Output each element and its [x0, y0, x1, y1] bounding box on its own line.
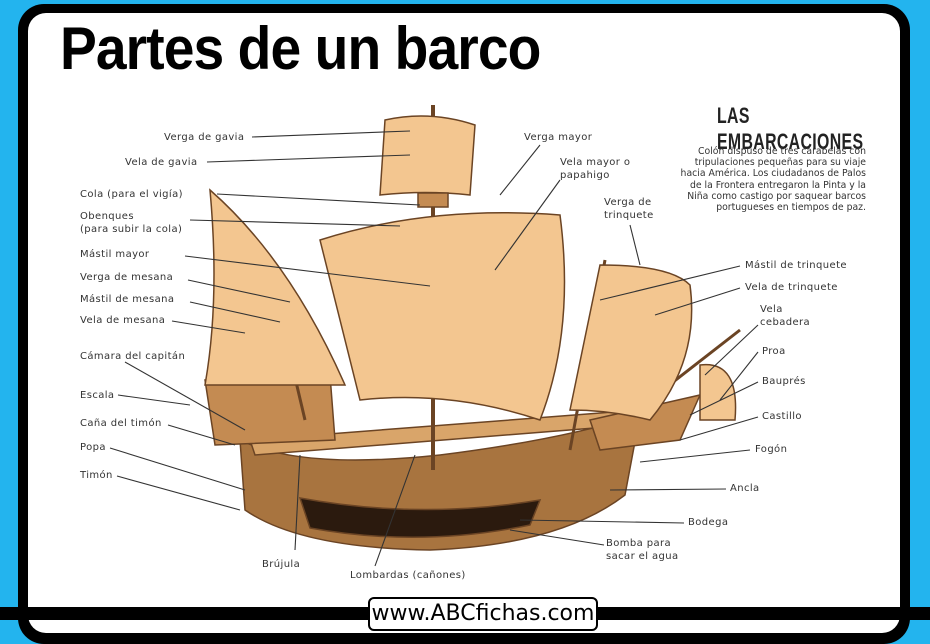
leader-line: [184, 255, 431, 287]
part-label: Verga de trinquete: [604, 197, 654, 221]
part-label: Mástil de mesana: [80, 294, 175, 305]
part-label: Mástil mayor: [80, 249, 150, 260]
leader-line: [679, 416, 759, 441]
leader-line: [509, 529, 605, 546]
part-label: Vela de mesana: [80, 315, 166, 326]
spritsail: [699, 363, 737, 421]
part-label: Popa: [80, 442, 106, 453]
mizzen-sail: [204, 188, 347, 386]
leader-line: [639, 449, 751, 463]
part-label: Proa: [762, 346, 786, 357]
part-label: Vela de trinquete: [745, 282, 838, 293]
part-label: Bodega: [688, 517, 729, 528]
leader-line: [689, 381, 759, 416]
leader-line: [171, 320, 246, 334]
part-label: Caña del timón: [80, 418, 162, 429]
part-label: Vela de gavia: [125, 157, 198, 168]
fore-sail: [569, 264, 693, 421]
part-label: Brújula: [262, 559, 301, 570]
leader-line: [251, 130, 411, 138]
part-label: Cola (para el vigía): [80, 189, 183, 200]
page-title: Partes de un barco: [60, 15, 541, 82]
leader-line: [109, 447, 246, 491]
part-label: Obenques (para subir la cola): [80, 211, 183, 235]
site-url[interactable]: www.ABCfichas.com: [368, 597, 598, 631]
leader-line: [216, 193, 421, 206]
part-label: Fogón: [755, 444, 788, 455]
part-label: Escala: [80, 390, 115, 401]
leader-line: [206, 154, 411, 163]
leader-line: [374, 454, 416, 567]
part-label: Timón: [80, 470, 113, 481]
leader-line: [187, 279, 291, 303]
leader-line: [167, 424, 236, 446]
leader-line: [609, 488, 727, 491]
leader-line: [117, 394, 191, 406]
part-label: Vela cebadera: [760, 304, 811, 328]
ship-drawing: [204, 105, 741, 551]
main-sail: [319, 212, 566, 421]
part-label: Vela mayor o papahigo: [560, 157, 631, 181]
leader-line: [124, 361, 246, 431]
part-label: Verga de mesana: [80, 272, 174, 283]
part-label: Mástil de trinquete: [745, 260, 847, 271]
part-label: Castillo: [762, 411, 802, 422]
part-label: Verga de gavia: [164, 132, 245, 143]
leader-lines: [109, 130, 759, 567]
leader-line: [704, 324, 759, 376]
ship-illustration: [109, 105, 759, 567]
leader-line: [599, 265, 741, 301]
part-label: Cámara del capitán: [80, 351, 186, 362]
part-label: Bomba para sacar el agua: [606, 538, 679, 562]
crows-nest: [417, 192, 449, 208]
info-text: Colón dispuso de tres carabelas con trip…: [680, 146, 866, 214]
part-label: Bauprés: [762, 376, 806, 387]
leader-line: [116, 475, 241, 511]
leader-line: [189, 219, 401, 227]
leader-line: [719, 351, 759, 401]
leader-line: [494, 179, 561, 271]
leader-line: [294, 454, 301, 551]
topsail: [379, 115, 476, 196]
leader-line: [519, 519, 685, 524]
part-label: Lombardas (cañones): [350, 570, 466, 581]
info-heading: LAS EMBARCACIONES: [717, 103, 864, 154]
hold: [298, 497, 542, 539]
part-label: Ancla: [730, 483, 760, 494]
leader-line: [654, 287, 741, 316]
leader-line: [499, 144, 541, 196]
leader-line: [629, 224, 641, 266]
leader-line: [189, 301, 281, 323]
part-label: Verga mayor: [524, 132, 593, 143]
